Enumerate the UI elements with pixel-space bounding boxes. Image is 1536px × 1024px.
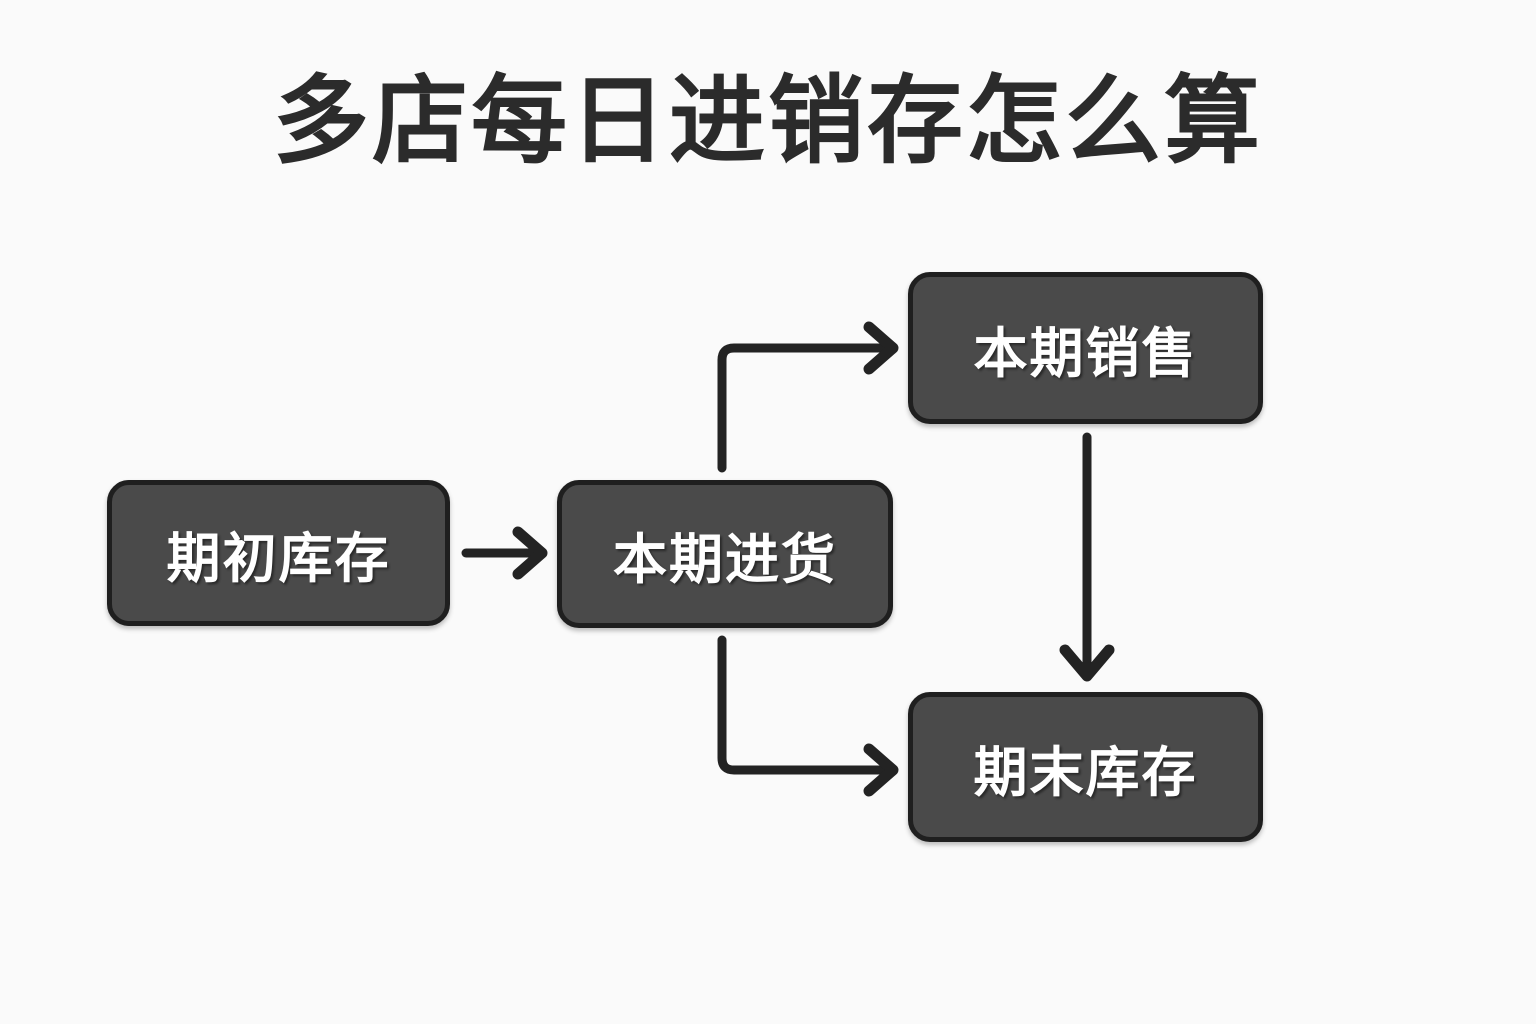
edge-purchase-to-closing (717, 635, 899, 797)
page-title: 多店每日进销存怎么算 (273, 68, 1263, 175)
node-current-sales-label: 本期销售 (973, 323, 1198, 384)
node-closing-stock[interactable]: 期末库存 (908, 692, 1263, 842)
node-current-sales[interactable]: 本期销售 (908, 272, 1263, 424)
edge-purchase-to-sales (717, 321, 899, 473)
node-opening-stock[interactable]: 期初库存 (107, 480, 450, 626)
node-current-purchase[interactable]: 本期进货 (557, 480, 893, 628)
edge-opening-to-purchase (461, 526, 548, 580)
node-current-purchase-label: 本期进货 (613, 529, 837, 590)
edge-sales-to-closing (1059, 432, 1115, 682)
node-opening-stock-label: 期初库存 (166, 528, 391, 589)
node-closing-stock-label: 期末库存 (973, 742, 1198, 803)
